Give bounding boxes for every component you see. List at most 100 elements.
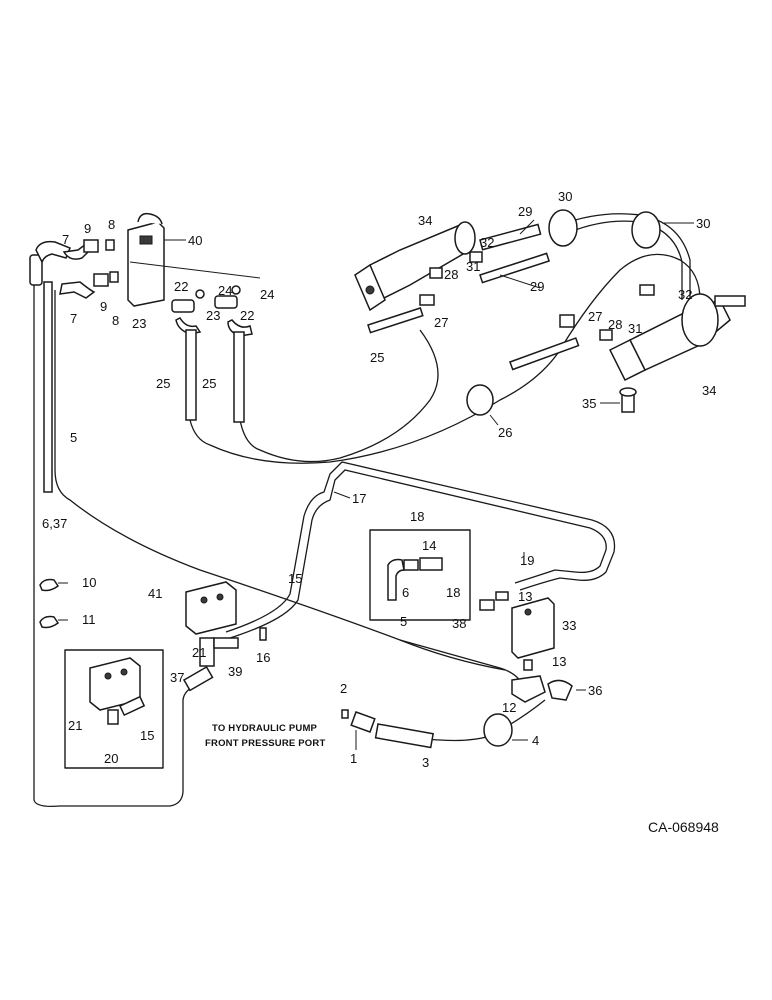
callout-28: 28 (444, 267, 458, 282)
clevis-34-right (608, 338, 647, 382)
callout-32: 32 (678, 287, 692, 302)
hose-29b (479, 252, 550, 284)
tee-12 (511, 675, 546, 703)
fitting-28b (599, 329, 613, 341)
callout-28: 28 (608, 317, 622, 332)
fitting-38 (479, 599, 495, 611)
callout-11: 11 (82, 612, 96, 627)
leader-lines (58, 219, 694, 750)
callout-25: 25 (370, 350, 384, 365)
callout-9: 9 (100, 299, 107, 314)
callout-34: 34 (418, 213, 432, 228)
callout-16: 16 (256, 650, 270, 665)
clip-11 (39, 615, 60, 629)
fitting-32a (469, 251, 483, 263)
callout-17: 17 (352, 491, 366, 506)
hose-5-upper (54, 290, 506, 671)
pin-35 (619, 387, 637, 413)
clamp-26 (466, 384, 494, 416)
hose-25c (367, 307, 424, 334)
callout-30: 30 (696, 216, 710, 231)
callout-22: 22 (240, 308, 254, 323)
callout-37: 37 (170, 670, 184, 685)
valve-41-body (185, 581, 237, 635)
callout-36: 36 (588, 683, 602, 698)
fitting-16 (259, 627, 267, 641)
tube-15-17-18-b (225, 461, 616, 633)
callout-29: 29 (518, 204, 532, 219)
fitting-28a (429, 267, 443, 279)
leader-24 (129, 261, 261, 279)
callout-38: 38 (452, 616, 466, 631)
clevis-pin (365, 285, 375, 295)
fitting-15-inset (119, 695, 146, 717)
hose-3 (374, 723, 435, 749)
hose-25a (185, 329, 197, 421)
fitting-1 (350, 711, 376, 733)
pump-note-line2: FRONT PRESSURE PORT (205, 738, 325, 749)
callout-13: 13 (518, 589, 532, 604)
valve-33-port (524, 608, 532, 616)
callout-7: 7 (70, 311, 77, 326)
pump-line-assembly (341, 709, 435, 749)
valve-block-33 (479, 591, 573, 703)
tube-15-17-18 (229, 469, 607, 639)
seal-8-lower (109, 271, 119, 283)
callout-5: 5 (70, 430, 77, 445)
seal-24b (231, 285, 241, 295)
callout-23: 23 (132, 316, 146, 331)
callout-41: 41 (148, 586, 162, 601)
rod-29 (479, 223, 542, 251)
callout-33: 33 (562, 618, 576, 633)
hose-5-tube-a (43, 281, 53, 493)
fitting-23a (171, 299, 195, 313)
left-hose-assembly (29, 239, 119, 493)
pump-note-line1: TO HYDRAULIC PUMP (212, 723, 318, 734)
callout-20: 20 (104, 751, 118, 766)
callout-34: 34 (702, 383, 716, 398)
callout-9: 9 (84, 221, 91, 236)
hose-25-loop (239, 329, 439, 463)
valve-41-port-a (200, 596, 208, 604)
inset-box-lower (64, 649, 164, 769)
callout-18: 18 (446, 585, 460, 600)
fitting-14 (403, 559, 419, 571)
callout-15: 15 (288, 571, 302, 586)
valve-33-body (511, 597, 555, 659)
cylinder-34-end (454, 221, 476, 255)
seal-2 (341, 709, 349, 719)
valve-inset-port-a (104, 672, 112, 680)
fitting-13a (495, 591, 509, 601)
callout-23: 23 (206, 308, 220, 323)
callout-27: 27 (588, 309, 602, 324)
callout-8: 8 (112, 313, 119, 328)
callout-30: 30 (558, 189, 572, 204)
cylinder-34-left (354, 221, 550, 334)
callout-24: 24 (260, 287, 274, 302)
callout-18: 18 (410, 509, 424, 524)
elbow-36 (547, 679, 573, 701)
callout-40: 40 (188, 233, 202, 248)
hose-26-section (509, 337, 580, 371)
elbow-7-lower (59, 281, 96, 299)
callout-25: 25 (202, 376, 216, 391)
callout-31: 31 (628, 321, 642, 336)
callout-14: 14 (422, 538, 436, 553)
callout-6-37: 6,37 (42, 516, 67, 531)
clamp-4 (483, 713, 513, 747)
fitting-9-upper (83, 239, 99, 253)
fitting-39 (213, 637, 239, 649)
clamp-30b (631, 211, 661, 249)
elbow-fitting-7a (29, 254, 43, 286)
pin-35-head (619, 387, 637, 397)
drawing-code: CA-068948 (648, 819, 719, 835)
valve-inset-port-b (120, 668, 128, 676)
callout-21: 21 (192, 645, 206, 660)
fitting-9-lower (93, 273, 109, 287)
callout-19: 19 (520, 553, 534, 568)
callout-12: 12 (502, 700, 516, 715)
callout-29: 29 (530, 279, 544, 294)
fittings-22-23-24 (129, 261, 261, 423)
elbow-7a (35, 240, 71, 264)
callout-26: 26 (498, 425, 512, 440)
